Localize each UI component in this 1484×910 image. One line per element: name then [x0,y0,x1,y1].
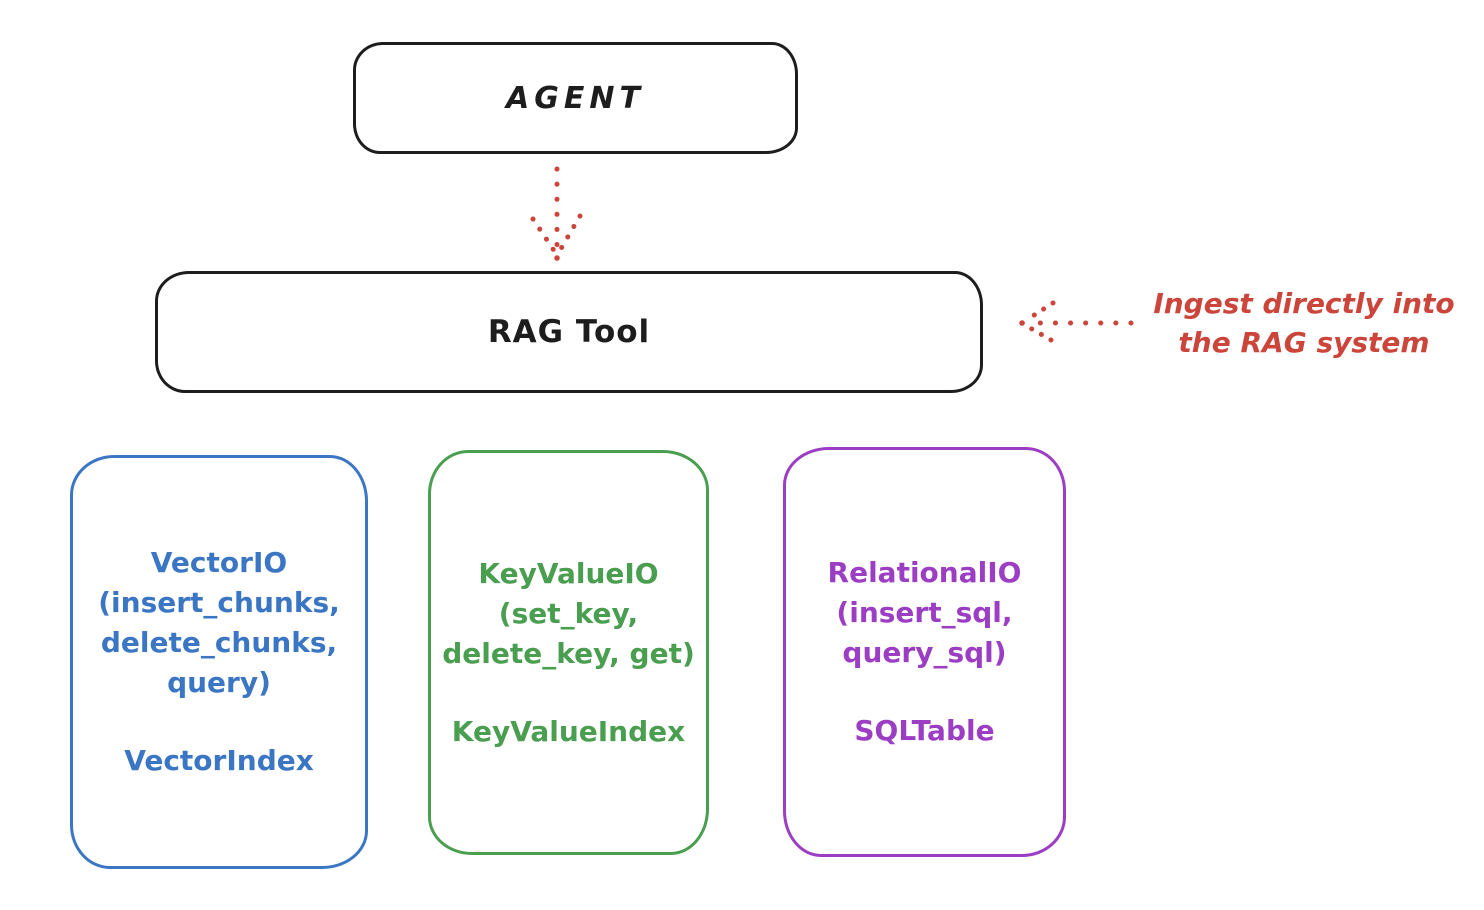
agent-to-rag-arrow-icon [530,166,583,261]
agent-box: AGENT [353,42,798,154]
agent-label: AGENT [506,80,645,116]
relational-io-methods: RelationalIO (insert_sql, query_sql) [827,556,1022,669]
rag-tool-label: RAG Tool [487,314,651,350]
sql-table-label: SQLTable [854,714,995,747]
rag-tool-box: RAG Tool [155,271,983,393]
keyvalue-io-box: KeyValueIO (set_key, delete_key, get) Ke… [428,450,709,855]
relational-io-box: RelationalIO (insert_sql, query_sql) SQL… [783,447,1066,857]
vector-index-label: VectorIndex [124,744,314,777]
ingest-annotation-text: Ingest directly into the RAG system [1153,287,1455,359]
ingest-annotation-arrow-icon [1019,300,1134,343]
vector-io-methods: VectorIO (insert_chunks, delete_chunks, … [98,546,340,699]
keyvalue-index-label: KeyValueIndex [451,714,686,748]
keyvalue-io-methods: KeyValueIO (set_key, delete_key, get) [442,556,695,670]
vector-io-box: VectorIO (insert_chunks, delete_chunks, … [70,455,368,869]
